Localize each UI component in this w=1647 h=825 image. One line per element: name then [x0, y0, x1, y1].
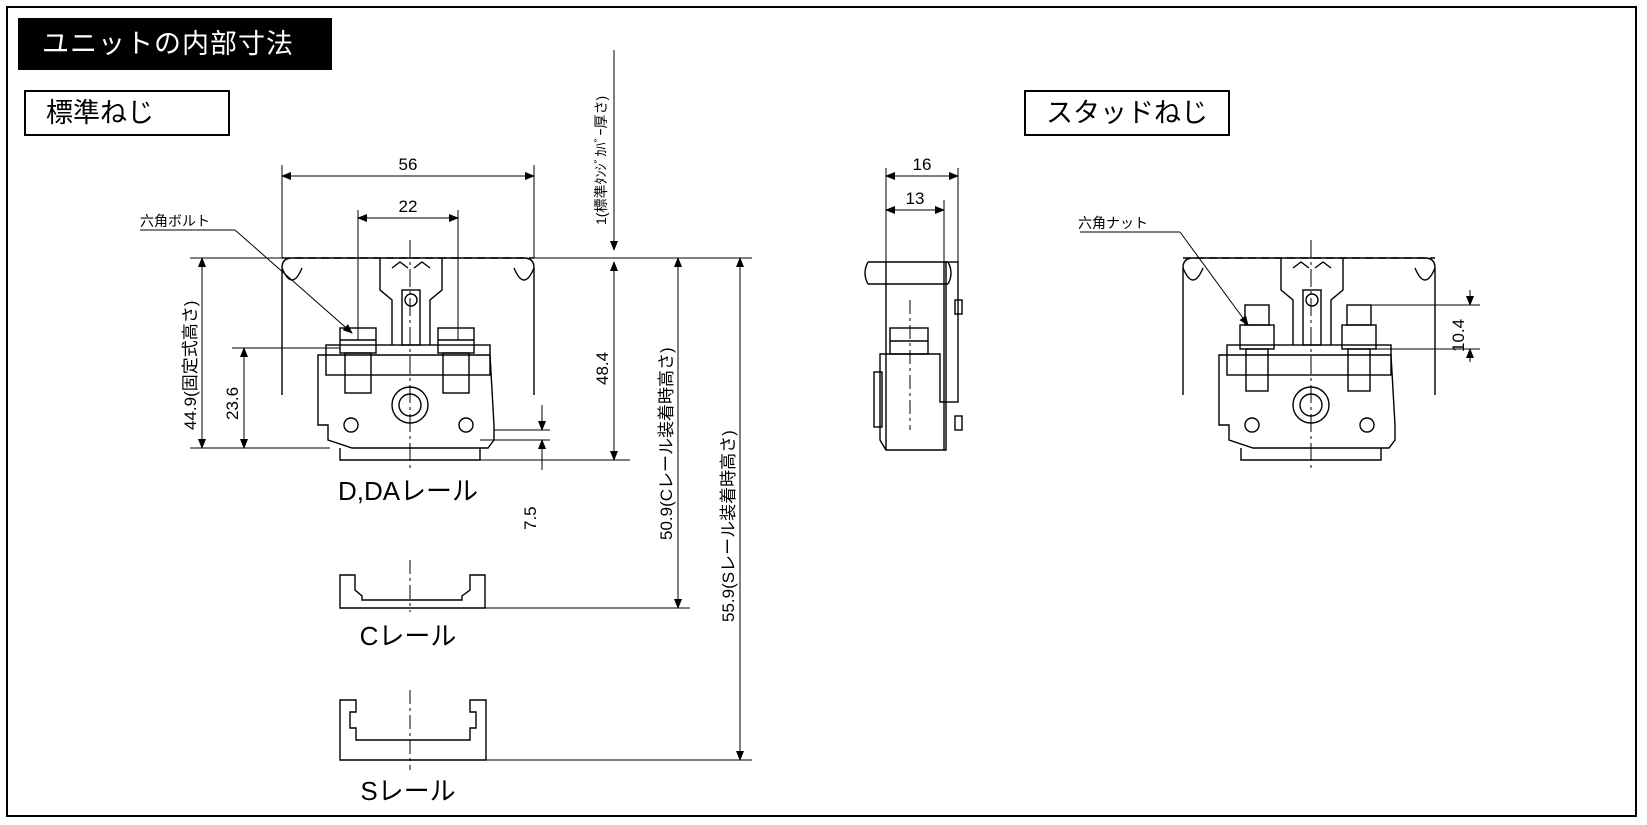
side-view: [864, 261, 963, 451]
section-label-standard-screw: 標準ねじ: [24, 90, 230, 136]
dim-23-6: 23.6: [223, 387, 242, 420]
callout-hex-nut: 六角ナット: [1078, 215, 1148, 231]
label-s-rail: Sレール: [360, 776, 455, 806]
drawing-frame: [6, 6, 1637, 817]
dim-48-4: 48.4: [593, 352, 612, 385]
dim-fixed-height: 44.9(固定式高さ): [181, 301, 200, 430]
side-dimension-lines: [885, 168, 959, 262]
dim-width-22: 22: [399, 197, 418, 216]
dim-cover-thickness: 1(標準ﾀﾝｼﾞｶﾊﾞｰ厚さ): [593, 96, 609, 225]
page-title: ユニットの内部寸法: [18, 18, 332, 70]
dim-s-rail-height: 55.9(Sレール装着時高さ): [719, 430, 738, 622]
label-d-da-rail: D,DAレール: [338, 476, 478, 506]
stud-dimension-lines: [1080, 231, 1480, 362]
standard-front-view: [281, 240, 535, 470]
dim-stud-10-4: 10.4: [1449, 319, 1468, 352]
section-label-stud-screw: スタッドねじ: [1024, 90, 1230, 136]
dim-side-13: 13: [906, 189, 925, 208]
callout-hex-bolt: 六角ボルト: [140, 213, 210, 229]
dim-c-rail-height: 50.9(Cレール装着時高さ): [657, 347, 676, 540]
standard-dimension-lines: [140, 50, 752, 761]
stud-front-view: [1182, 240, 1436, 470]
s-rail-profile: [339, 690, 487, 770]
dim-width-56: 56: [399, 155, 418, 174]
dim-7-5: 7.5: [521, 506, 540, 530]
dim-side-16: 16: [913, 155, 932, 174]
c-rail-profile: [339, 560, 486, 612]
label-c-rail: Cレール: [360, 621, 457, 651]
